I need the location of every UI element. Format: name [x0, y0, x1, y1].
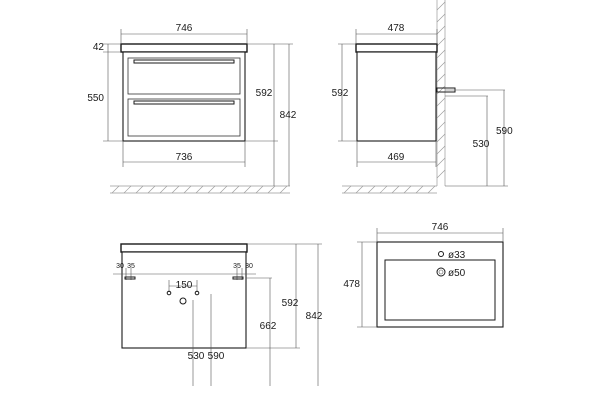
side-view: 478 592 469 590 530 [332, 0, 513, 194]
front-drawer-top [127, 57, 241, 95]
front-width-bottom-label: 736 [176, 152, 193, 163]
back-view: 30 35 35 30 150 530 590 662 592 842 [113, 243, 323, 386]
back-pipe-spacing-label: 150 [176, 280, 193, 291]
back-offset-right-a-label: 35 [233, 263, 241, 270]
back-mount-bracket-left [124, 276, 136, 280]
front-width-top-label: 746 [176, 23, 193, 34]
front-handle-bottom [133, 100, 235, 105]
side-floor-hatch [342, 185, 437, 194]
front-view: 746 42 550 592 842 736 [87, 23, 297, 194]
back-offset-left-b-label: 35 [127, 263, 135, 270]
back-drain-height-a-label: 530 [188, 351, 205, 362]
back-countertop [120, 243, 248, 253]
back-pipe-hole-left [166, 290, 172, 296]
back-body-height-label: 592 [282, 298, 299, 309]
front-handle-top [133, 59, 235, 64]
side-depth-top-label: 478 [388, 23, 405, 34]
back-mount-height-label: 662 [260, 321, 277, 332]
back-drain-height-b-label: 590 [208, 351, 225, 362]
front-cabinet-body [122, 51, 246, 142]
front-floor-hatch [110, 185, 290, 194]
side-cabinet-body [356, 51, 437, 142]
side-countertop [355, 43, 438, 53]
side-body-height-label: 592 [332, 88, 349, 99]
front-top-thickness-label: 42 [93, 42, 105, 53]
back-total-height-label: 842 [306, 311, 323, 322]
top-drain-hole [436, 267, 446, 277]
top-countertop-outline [376, 241, 504, 328]
back-offset-right-b-label: 30 [245, 263, 253, 270]
front-body-height-label: 592 [256, 88, 273, 99]
back-cabinet-body [121, 251, 247, 349]
top-width-label: 746 [432, 222, 449, 233]
front-drawer-bottom [127, 98, 241, 137]
top-tap-hole-label: ø33 [448, 250, 466, 261]
back-drain-hole [179, 297, 187, 305]
top-view: ø33 ø50 746 478 [343, 222, 504, 328]
back-offset-left-a-label: 30 [116, 263, 124, 270]
side-depth-bottom-label: 469 [388, 152, 405, 163]
top-basin-outline [384, 259, 496, 321]
top-drain-hole-label: ø50 [448, 268, 466, 279]
side-wall-inner-label: 530 [473, 139, 490, 150]
side-wall-hatch [436, 0, 446, 186]
top-drain-inner [438, 269, 444, 275]
back-mount-bracket-right [232, 276, 244, 280]
front-total-height-label: 842 [280, 110, 297, 121]
front-countertop [120, 43, 248, 53]
back-pipe-hole-right [194, 290, 200, 296]
side-wall-outer-label: 590 [496, 126, 513, 137]
front-cabinet-height-label: 550 [87, 93, 104, 104]
top-depth-label: 478 [343, 279, 360, 290]
top-tap-hole [438, 251, 444, 257]
